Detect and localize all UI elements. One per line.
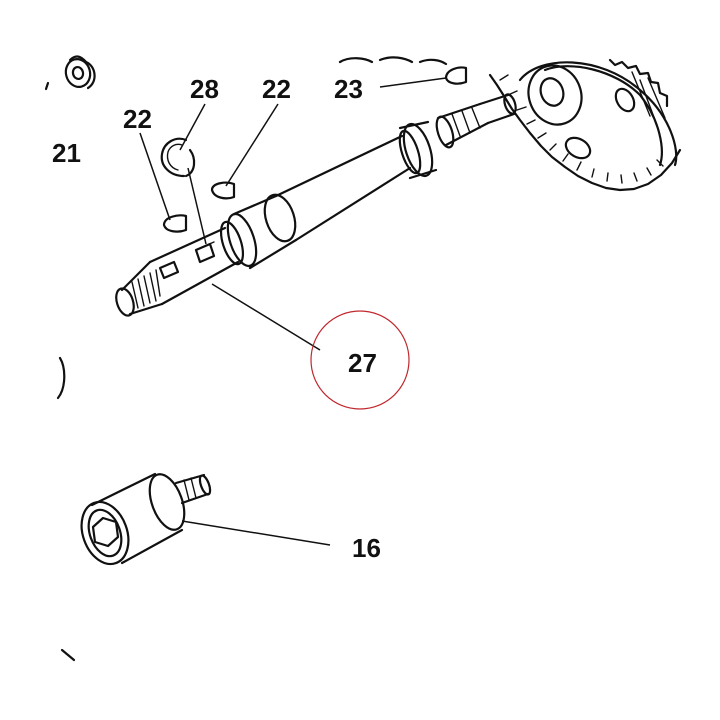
leader-28: [179, 103, 206, 151]
callout-23: 23: [334, 74, 363, 104]
washer-21: [44, 55, 96, 91]
woodruff-key-23: [444, 66, 468, 85]
callout-21: 21: [52, 138, 81, 168]
main-shaft-27: [115, 93, 517, 317]
leader-22-right: [225, 103, 279, 187]
woodruff-key-22-left: [162, 214, 188, 233]
callout-22-right: 22: [262, 74, 291, 104]
woodruff-key-22-right: [210, 181, 236, 200]
callout-28: 28: [190, 74, 219, 104]
leader-23: [379, 77, 447, 88]
partial-outline-bottom-left: [60, 648, 76, 662]
leader-22-left: [139, 132, 171, 221]
partial-gear-top: [338, 56, 448, 66]
gear-wheel: [488, 58, 682, 192]
leader-16: [181, 520, 331, 546]
leader-27: [211, 283, 321, 351]
callout-22-left: 22: [123, 104, 152, 134]
callout-16: 16: [352, 533, 381, 563]
callout-27: 27: [348, 348, 377, 378]
highlight-ring-27: [310, 310, 410, 410]
leader-key-arrow: [187, 167, 207, 245]
circlip-28: [160, 137, 188, 178]
partial-outline-left: [56, 356, 66, 400]
socket-adapter-16: [80, 472, 212, 566]
